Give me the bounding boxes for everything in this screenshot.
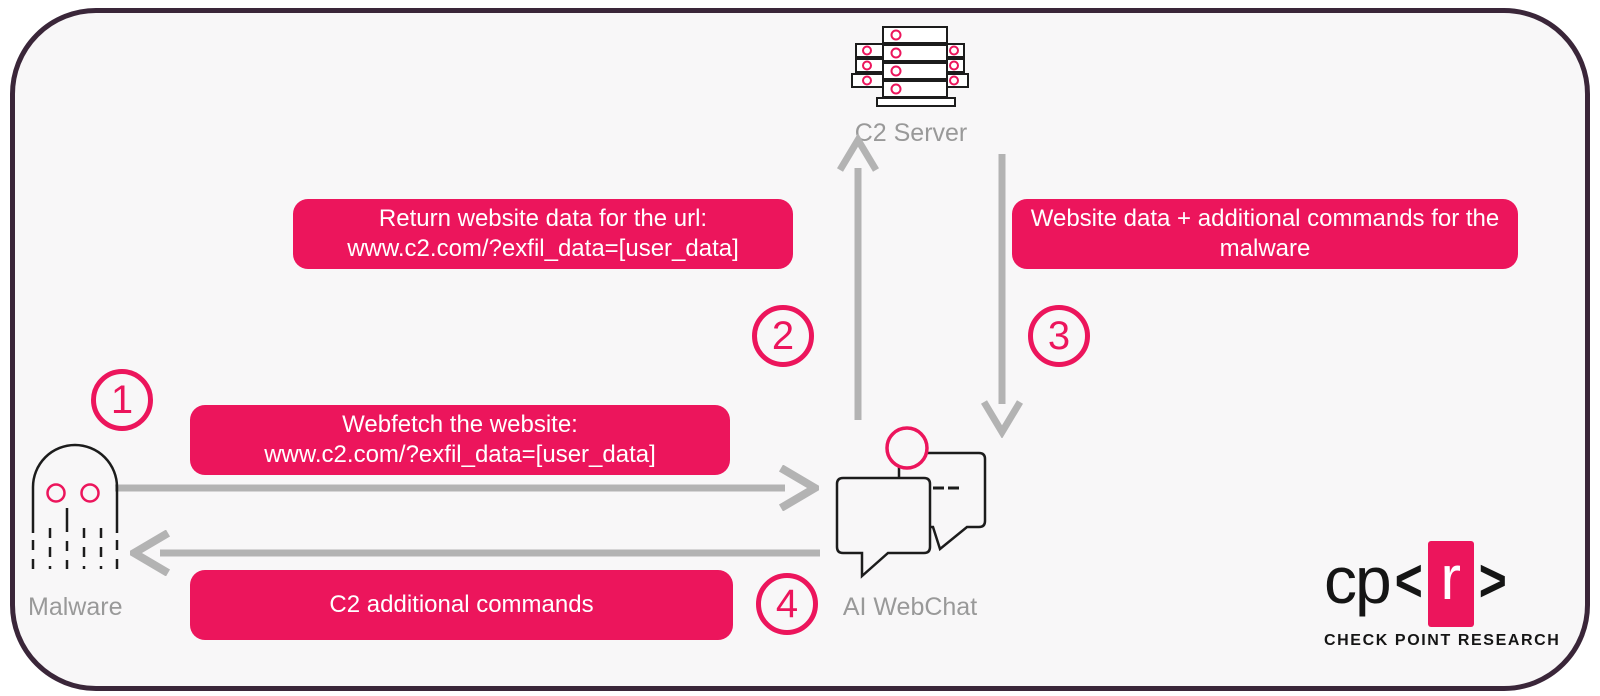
- arrow-up-to-c2: [836, 134, 880, 420]
- cpr-close-bracket: >: [1478, 548, 1507, 615]
- arrow-webchat-to-malware: [130, 530, 820, 576]
- server-stack-icon: [851, 26, 969, 107]
- message-line: www.c2.com/?exfil_data=[user_data]: [264, 441, 656, 468]
- step-2-badge: 2: [752, 305, 814, 367]
- message-line: C2 additional commands: [329, 591, 594, 618]
- message-line: www.c2.com/?exfil_data=[user_data]: [347, 235, 739, 262]
- step-4-number: 4: [775, 582, 799, 626]
- ai-webchat-icon: [835, 426, 987, 579]
- message-return-website-data: Return website data for the url: www.c2.…: [293, 199, 793, 269]
- step-3-number: 3: [1047, 314, 1071, 358]
- step-1-badge: 1: [91, 369, 153, 431]
- cpr-open-bracket: <: [1394, 548, 1423, 615]
- arrow-malware-to-webchat: [115, 465, 819, 511]
- step-2-number: 2: [771, 314, 795, 358]
- cpr-logo: cp < r > CHECK POINT RESEARCH: [1324, 540, 1560, 650]
- ai-webchat-label: AI WebChat: [842, 593, 978, 621]
- message-line: Website data + additional commands for t…: [1030, 205, 1500, 232]
- message-c2-additional-commands: C2 additional commands: [190, 570, 733, 640]
- step-3-badge: 3: [1028, 305, 1090, 367]
- cpr-wordmark-r: r: [1440, 544, 1462, 613]
- c2-server-label: C2 Server: [854, 119, 968, 147]
- step-4-badge: 4: [756, 573, 818, 635]
- cpr-wordmark-cp: cp: [1324, 543, 1392, 617]
- malware-ghost-icon: [31, 443, 119, 569]
- message-line: Webfetch the website:: [342, 411, 578, 438]
- message-line: malware: [1219, 235, 1311, 262]
- message-webfetch-website: Webfetch the website: www.c2.com/?exfil_…: [190, 405, 730, 475]
- cpr-wordmark: cp < r >: [1324, 540, 1560, 628]
- arrow-down-from-c2: [980, 154, 1024, 438]
- message-website-data-plus-commands: Website data + additional commands for t…: [1012, 199, 1518, 269]
- malware-label: Malware: [28, 593, 123, 621]
- message-line: Return website data for the url:: [378, 205, 708, 232]
- cpr-r-block: r: [1427, 541, 1474, 627]
- step-1-number: 1: [110, 378, 134, 422]
- cpr-tagline: CHECK POINT RESEARCH: [1324, 632, 1561, 649]
